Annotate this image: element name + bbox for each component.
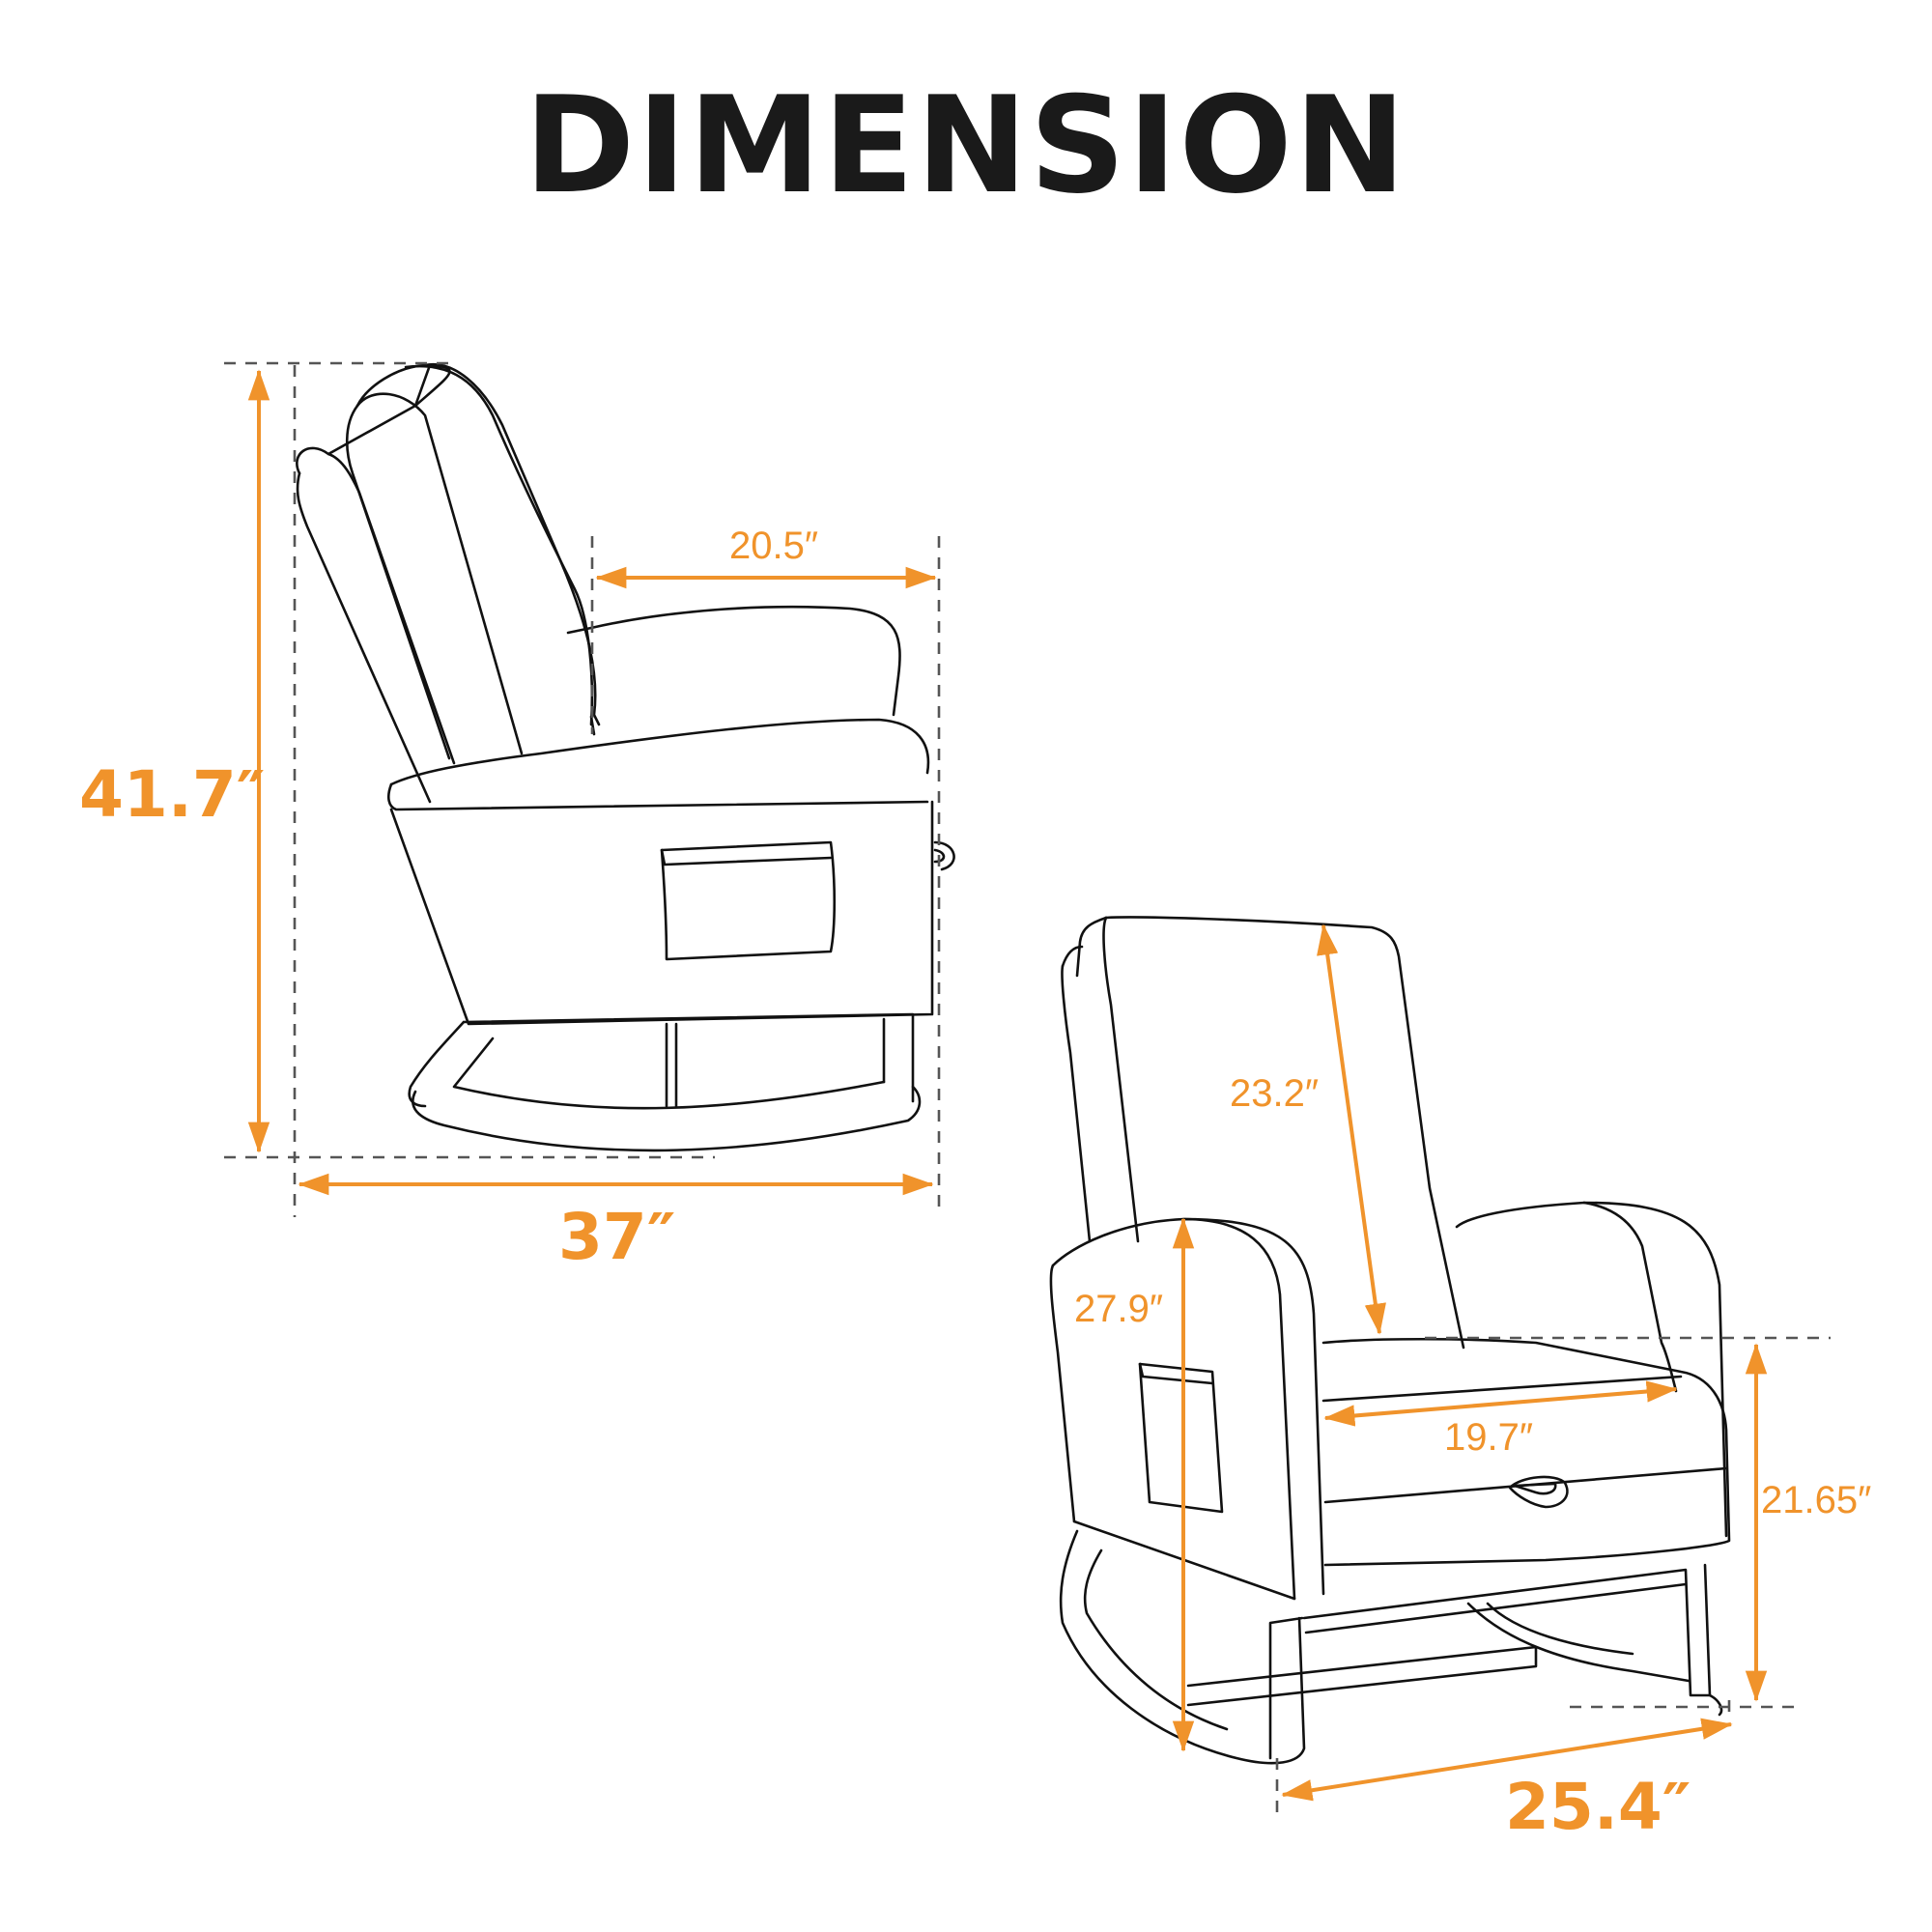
side-view-dimensions	[247, 369, 937, 1196]
side-view-guides	[224, 361, 941, 1217]
seat-width-label: 19.7″	[1444, 1416, 1534, 1459]
overall-width-label: 25.4″	[1505, 1770, 1691, 1844]
seat-width-dimension-line	[1323, 1380, 1678, 1427]
backrest-height-label: 23.2″	[1230, 1072, 1320, 1115]
overall-depth-label: 37″	[558, 1200, 676, 1274]
page-title: DIMENSION	[524, 68, 1408, 223]
front-view-dimensions	[1172, 923, 1768, 1802]
seat-height-label: 21.65″	[1761, 1479, 1872, 1521]
arm-height-label: 27.9″	[1074, 1288, 1164, 1330]
backrest-dimension-line	[1317, 923, 1386, 1335]
rocking-chair-side-outline-icon	[296, 362, 955, 1152]
front-view-guides	[1275, 1336, 1831, 1816]
overall-height-label: 41.7″	[79, 757, 266, 832]
rocking-chair-front-outline-icon	[1049, 916, 1731, 1765]
overall-width-dimension-line	[1281, 1718, 1733, 1802]
armrest-length-label: 20.5″	[729, 525, 819, 567]
